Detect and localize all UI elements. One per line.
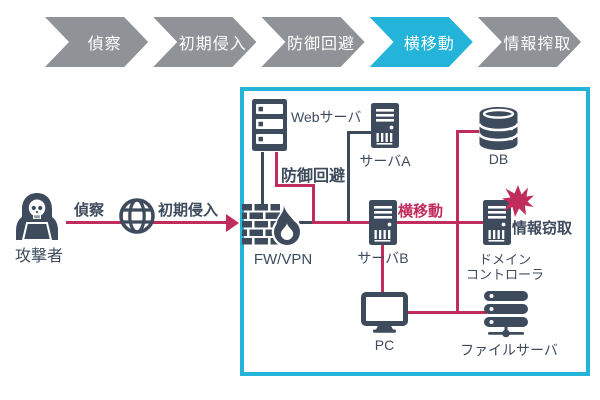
step-reconnaissance: 偵察: [45, 17, 148, 67]
pc-icon: [361, 292, 408, 334]
attack-label-info-theft: 情報窃取: [512, 220, 573, 237]
attack-label-lateral-movement: 横移動: [398, 203, 444, 220]
internet-globe-icon: [117, 196, 157, 236]
step-label: 偵察: [87, 36, 122, 53]
step-exfiltration: 情報搾取: [478, 17, 581, 67]
file-server-label: ファイルサーバ: [460, 342, 558, 358]
firewall-icon: [242, 202, 304, 248]
file-server-icon: [484, 291, 529, 338]
attackpath-db-h: [456, 130, 479, 133]
attackpath-evasion-v2: [312, 184, 315, 224]
step-lateral-movement-active: 横移動: [370, 17, 473, 67]
attackpath-evasion-v1: [275, 152, 278, 187]
step-initial-intrusion: 初期侵入: [153, 17, 256, 67]
step-defense-evasion: 防御回避: [261, 17, 364, 67]
domain-controller-icon: [483, 200, 511, 247]
connector-servera-v: [347, 131, 350, 224]
connector-web-to-fw: [261, 152, 264, 206]
server-a-icon: [371, 103, 399, 150]
attacker-icon: [14, 192, 60, 242]
web-server-icon: [252, 99, 287, 153]
attackpath-lateral-bus: [396, 221, 484, 224]
step-label: 横移動: [403, 36, 455, 53]
step-label: 初期侵入: [178, 36, 247, 53]
pc-label: PC: [374, 337, 395, 353]
flow-label-recon: 偵察: [74, 202, 105, 219]
domain-controller-label-line2: コントローラ: [465, 267, 544, 282]
arrowhead-initial-intrusion: [226, 214, 239, 232]
burst-icon: [502, 185, 534, 217]
server-b-label: サーバB: [357, 250, 409, 266]
connector-fw-bus: [299, 221, 315, 224]
step-label: 情報搾取: [503, 36, 572, 53]
step-label: 防御回避: [287, 36, 356, 53]
attack-label-defense-evasion: 防御回避: [281, 168, 346, 185]
domain-controller-label-line1: ドメイン: [478, 252, 531, 267]
attackpath-pc-fileserver: [406, 311, 487, 314]
flow-label-initial-intrusion: 初期侵入: [158, 202, 219, 219]
kill-chain-bar: 偵察 初期侵入 防御回避 横移動 情報搾取: [45, 17, 581, 67]
attackpath-evasion-bus: [312, 221, 370, 224]
database-icon: [477, 106, 520, 151]
connector-servera-h: [347, 131, 372, 134]
firewall-label: FW/VPN: [253, 251, 313, 268]
attackpath-serverb-pc: [381, 245, 384, 295]
web-server-label: Webサーバ: [291, 109, 362, 125]
server-b-icon: [369, 200, 397, 247]
database-label: DB: [488, 151, 509, 167]
attackpath-evasion-h: [275, 184, 315, 187]
server-a-label: サーバA: [359, 153, 411, 169]
domain-controller-label: ドメイン コントローラ: [462, 252, 548, 282]
attacker-label: 攻撃者: [14, 248, 63, 265]
attackpath-db-v: [456, 130, 459, 314]
